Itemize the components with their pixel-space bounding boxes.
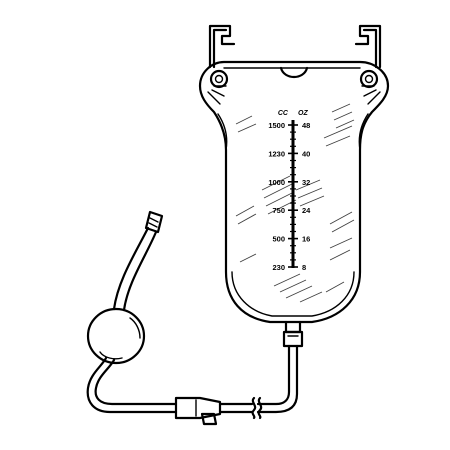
scale-label-oz: 24: [302, 206, 311, 215]
scale-labels-oz: 48 40 32 24 16 8: [302, 121, 311, 272]
hanger-left-icon: [208, 24, 236, 69]
scale-header-oz: OZ: [298, 110, 308, 117]
scale-label-oz: 40: [302, 149, 310, 158]
scale-label-oz: 32: [302, 178, 310, 187]
scale-labels-cc: 1500 1230 1000 750 500 230: [268, 121, 285, 272]
scale-ticks: [288, 124, 298, 268]
tube-clamp-icon[interactable]: [174, 396, 222, 426]
bag-outline: [198, 60, 390, 324]
scale-label-cc: 1230: [268, 149, 285, 158]
outlet-fitting-icon: [282, 320, 304, 348]
bag-shading: [235, 103, 355, 303]
eyelet-left-icon: [207, 69, 229, 105]
scale-label-cc: 500: [272, 235, 285, 244]
scale-label-cc: 1000: [268, 178, 285, 187]
scale-label-oz: 16: [302, 235, 310, 244]
eyelet-right-icon: [359, 69, 381, 105]
scale-label-cc: 1500: [268, 121, 285, 130]
scale-header-cc: CC: [278, 110, 289, 117]
scale-label-oz: 8: [302, 263, 306, 272]
squeeze-bulb-icon[interactable]: [86, 307, 146, 365]
tubing: [256, 344, 291, 406]
scale-label-cc: 750: [272, 206, 285, 215]
scale-label-cc: 230: [272, 263, 285, 272]
nozzle-tube-icon: [112, 210, 164, 312]
hanger-right-icon: [354, 24, 382, 69]
fill-notch: [279, 66, 309, 79]
scale-label-oz: 48: [302, 121, 310, 130]
volume-scale: CC OZ 1500 1230 1000 750 500 230 48 40 32 24 16 8: [268, 110, 311, 272]
